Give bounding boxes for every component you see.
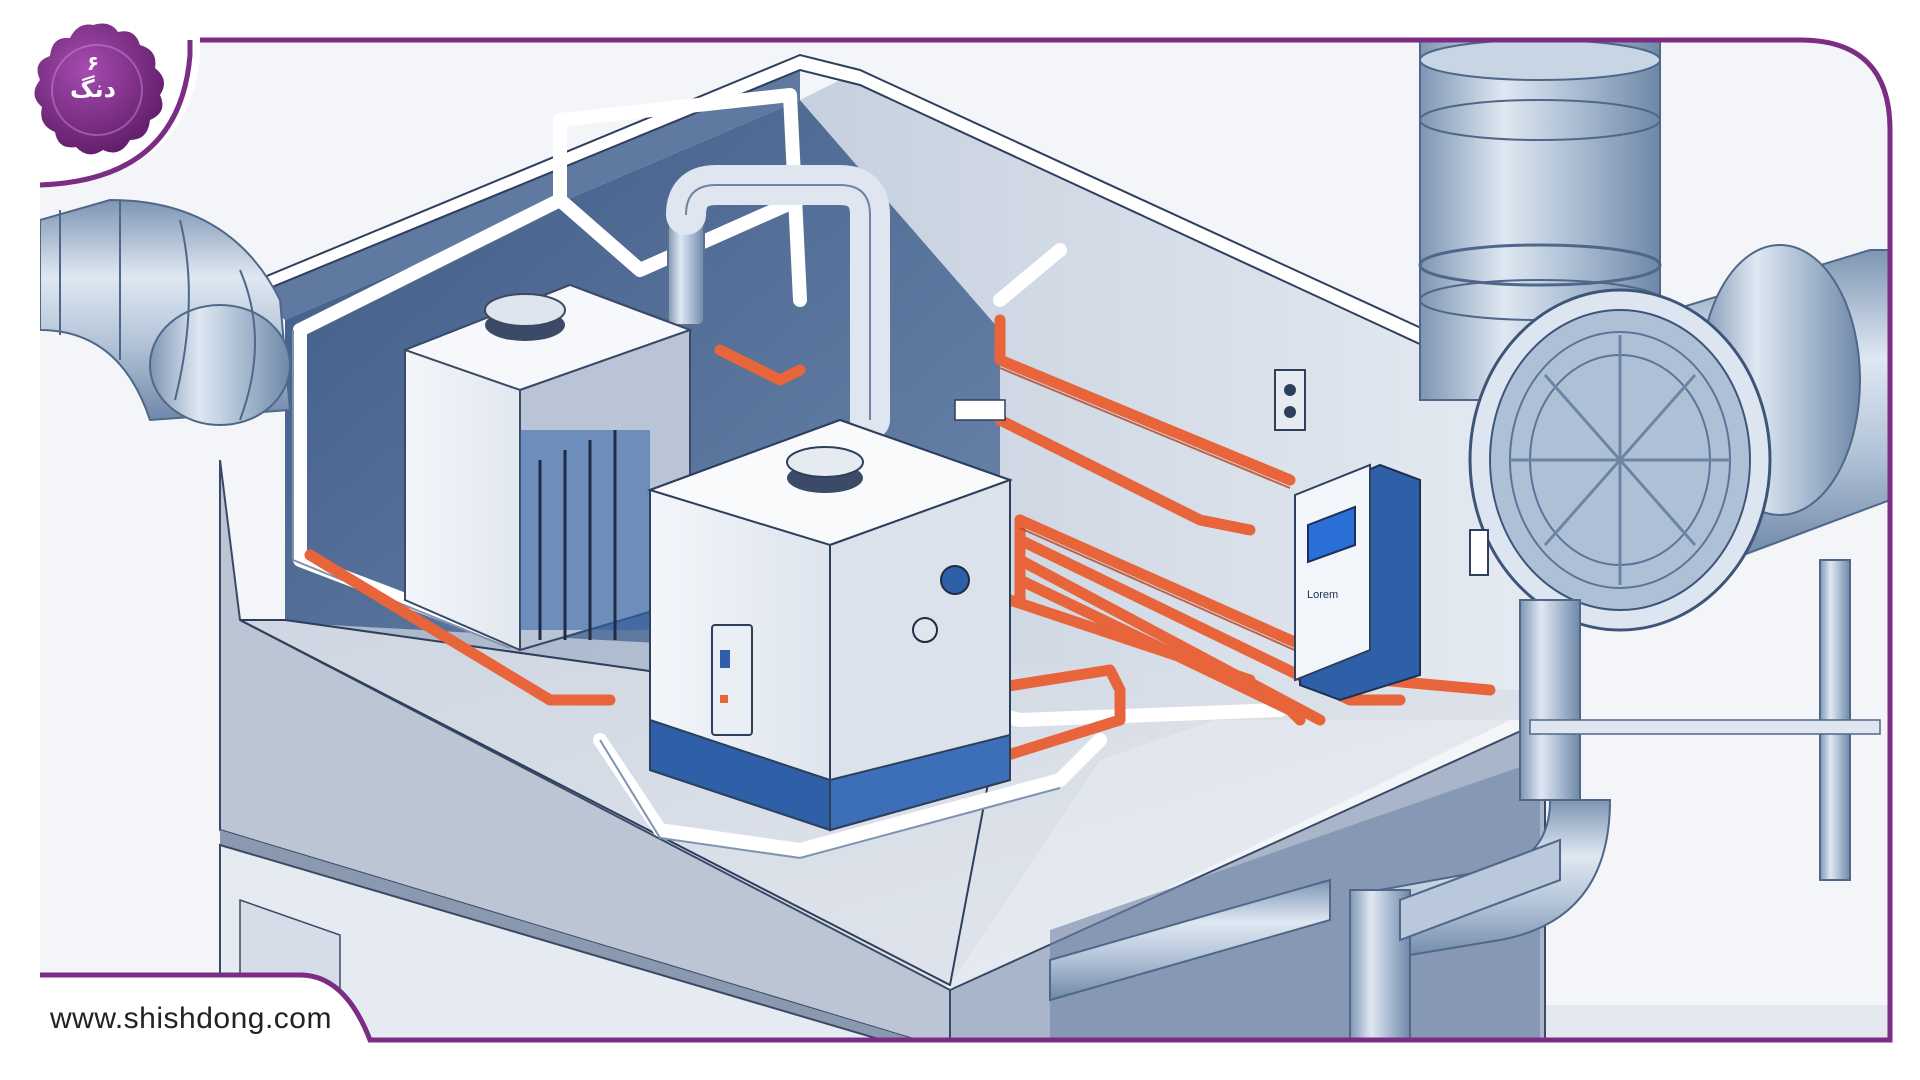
control-panel-label: Lorem: [1307, 589, 1338, 601]
white-pipes-outline: [292, 330, 1061, 860]
wax-seal-badge-icon: [34, 23, 164, 155]
badge-label: ۶ دنگ: [28, 52, 158, 104]
fan-duct: [1468, 244, 1890, 632]
badge-number: ۶: [86, 51, 100, 75]
frame-border: [40, 37, 1893, 1043]
boiler-front-unit: [646, 418, 1013, 832]
badge-word: دنگ: [70, 75, 116, 103]
control-panel: Lorem: [1294, 463, 1421, 702]
lower-right-ducts: [1049, 559, 1881, 1040]
website-url: www.shishdong.com: [50, 1002, 332, 1035]
boiler-back-unit: [402, 283, 693, 652]
wall-gauges: [954, 369, 1489, 576]
illustration-content: Lorem: [40, 40, 1890, 1040]
left-duct: [40, 198, 292, 426]
